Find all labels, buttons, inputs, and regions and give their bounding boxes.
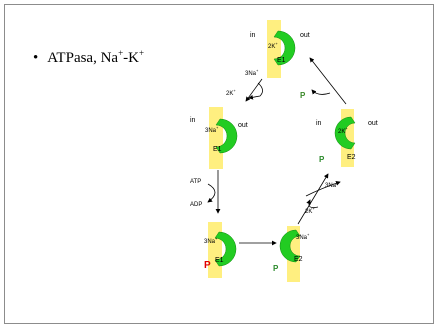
bl-enzyme-label: E1 [215, 257, 224, 264]
in-label-top: in [250, 32, 256, 39]
br-phosphate: P [273, 264, 279, 273]
arrow-na-bind [248, 82, 263, 100]
pump-top: in out 2K+ E1 [250, 20, 310, 78]
pump-bottom-right: 3Na+ P E2 [273, 226, 310, 282]
right-inside-ion: 2K+ [338, 126, 348, 135]
adp-label: ADP [190, 202, 202, 208]
arrow-atp-adp [207, 183, 216, 203]
bullet-sup-a: + [118, 48, 124, 58]
left-inside-ion: 3Na+ [205, 125, 219, 134]
pump-shape-right [334, 116, 356, 150]
pump-shape-left [215, 118, 238, 154]
br-enzyme-label: E2 [294, 256, 303, 263]
bullet-text-b: -K [123, 50, 139, 66]
na-out-label: 3Na+ [325, 180, 339, 189]
cycle-arrows [207, 57, 347, 246]
right-phosphate: P [319, 155, 325, 164]
pump-right: in out 2K+ P E2 [316, 109, 378, 167]
out-label-left: out [238, 122, 248, 129]
arrow-top-to-left [245, 78, 263, 102]
bullet-text-a: ATPasa, Na [47, 50, 119, 66]
left-enzyme-label: E1 [213, 146, 222, 153]
k-in-label: 2K+ [305, 206, 315, 215]
bullet-item: •ATPasa, Na+-K+ [33, 48, 145, 67]
arrow-na-release [305, 180, 341, 197]
arrow-right-to-top [309, 57, 347, 105]
pump-shape-bottom-left [214, 231, 237, 267]
arrow-p-release [311, 89, 331, 95]
in-label-left: in [190, 117, 196, 124]
top-inside-ion: 2K+ [268, 41, 278, 50]
bl-inside-ion: 3Na+ [204, 236, 218, 245]
pump-shape-top [273, 30, 296, 66]
br-inside-ion: 3Na+ [296, 232, 310, 241]
bullet-sup-b: + [139, 48, 145, 58]
pump-bottom-left: 3Na+ P E1 [204, 222, 237, 278]
arrow1-k-label: 2K+ [226, 88, 236, 97]
out-label-top: out [300, 32, 310, 39]
right-enzyme-label: E2 [347, 154, 356, 161]
arrow1-na-label: 3Na+ [245, 68, 259, 77]
top-enzyme-label: E1 [277, 57, 286, 64]
arrow-bottom-to-right [297, 173, 329, 225]
bullet-dot: • [33, 50, 39, 66]
bl-phosphate: P [204, 260, 211, 271]
pump-shape-bottom-right [279, 229, 301, 263]
arrow-k-bind [306, 199, 319, 209]
released-phosphate: P [300, 91, 306, 100]
membrane-left [209, 107, 223, 169]
atp-label: ATP [190, 179, 201, 185]
pump-left: in out 3Na+ E1 [190, 107, 248, 169]
out-label-right: out [368, 120, 378, 127]
in-label-right: in [316, 120, 322, 127]
